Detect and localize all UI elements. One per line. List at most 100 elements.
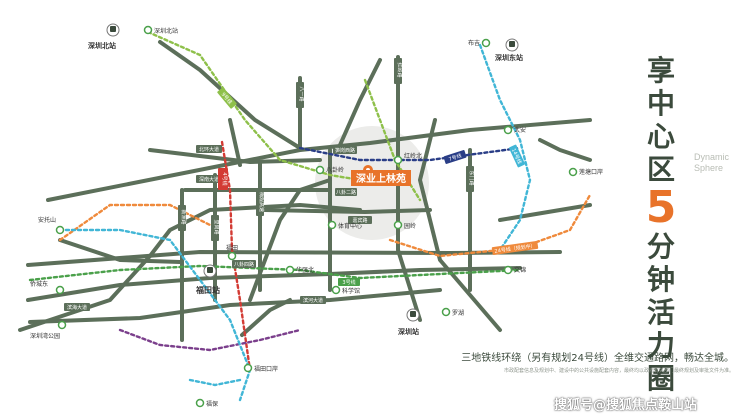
rail-station-label: 深圳东站 (495, 53, 523, 62)
headline-char: 活 (646, 296, 675, 329)
headline-char: 中 (646, 87, 675, 120)
road-tag-bg (178, 205, 186, 231)
rail-station-label: 深圳站 (398, 327, 419, 336)
station-label: 科学馆 (342, 287, 360, 295)
station-label: 文锦 (514, 266, 526, 274)
station-dot (143, 25, 153, 35)
binhai-road (28, 288, 442, 324)
rail-station-futian[interactable]: 福田站 (195, 264, 220, 295)
station-liantang-port[interactable]: 莲塘口岸 (568, 167, 604, 177)
station-anto-hill[interactable]: 安托山 (38, 216, 65, 235)
road-tag-bagua4: 八卦四路 (234, 261, 254, 268)
station-label: 莲塘口岸 (579, 168, 603, 176)
headline-line2: 分钟活力圈 (642, 230, 680, 395)
sungang-road (263, 208, 432, 214)
station-dot (568, 167, 578, 177)
station-label: 体育中心 (338, 222, 362, 230)
road-tag-bg (296, 82, 304, 108)
road-tag-honglinglu: 红岭路 (396, 62, 403, 77)
station-dot (393, 155, 403, 165)
station-bagualing[interactable]: 八卦岭 (315, 165, 345, 175)
station-label: 园岭 (404, 222, 416, 230)
road-tag-xinzhou: 新洲路 (180, 209, 187, 224)
station-dot (195, 398, 205, 408)
station-label: 福田口岸 (254, 365, 278, 373)
station-label: 太安 (514, 126, 526, 134)
station-yuanling[interactable]: 园岭 (393, 220, 417, 231)
road-network (18, 40, 592, 342)
project-label-bg (351, 170, 411, 186)
headline-number: 5 (645, 182, 677, 233)
line-14-path (478, 43, 532, 252)
road-tag-sungang: 笋岗西路 (335, 147, 355, 154)
station-dot (393, 220, 403, 230)
road-tag-bg (348, 216, 372, 224)
headline-char: 心 (646, 120, 675, 153)
rail-station-shenzhen[interactable]: 深圳站 (398, 308, 420, 336)
line-1-tag: 3号线 (342, 279, 355, 286)
road-tag-binhai: 滨海大道 (67, 304, 87, 311)
station-label: 罗湖 (452, 309, 464, 317)
station-label: 八卦岭 (326, 166, 344, 174)
station-shenzhen-bay[interactable]: 深圳湾公园 (30, 320, 67, 341)
rail-stations: 深圳北站 深圳东站 福田站 深圳站 (88, 23, 523, 336)
station-dot (441, 307, 451, 317)
road-tags: 北环大道 深南大道 滨海大道 滨河大道 笋岗西路 八卦二路 嘉宾路 八卦四路 八… (64, 58, 475, 311)
line-1-path (28, 264, 522, 282)
road-tag-bg (300, 296, 326, 304)
meiguan-expressway (158, 40, 302, 150)
station-dot (55, 285, 65, 295)
station-qiaocheng-east[interactable]: 侨城东 (30, 280, 65, 295)
line-4-tag: 4号线 (221, 172, 228, 185)
station-futian-small[interactable]: 福田 (226, 244, 238, 261)
caption: 三地铁线环绕（另有规划24号线）全维交通路网，畅达全城。 (461, 353, 734, 364)
station-wenjin[interactable]: 文锦 (503, 265, 527, 275)
road-tag-bg (211, 215, 219, 241)
road-v5 (228, 118, 242, 167)
binhe-road (26, 266, 522, 302)
road-tag-bg (394, 58, 402, 84)
train-icon-body (110, 26, 116, 32)
rail-station-shenzhen-east[interactable]: 深圳东站 (495, 38, 523, 62)
station-buji[interactable]: 布吉 (468, 38, 491, 48)
station-huaqiang-north[interactable]: 华强北 (285, 265, 315, 275)
headline-char: 区 (646, 153, 675, 186)
station-kexueguan[interactable]: 科学馆 (331, 285, 361, 296)
station-label: 福田 (226, 244, 238, 252)
west-road (18, 203, 362, 332)
station-luohu[interactable]: 罗湖 (441, 307, 465, 318)
station-taian[interactable]: 太安 (503, 125, 527, 135)
station-tiyuzhongxin[interactable]: 体育中心 (327, 220, 363, 231)
train-icon-body (207, 267, 213, 273)
station-futian-port[interactable]: 福田口岸 (243, 363, 279, 374)
line-tag-bg (491, 240, 539, 256)
station-dot (481, 38, 491, 48)
line-tag-bg (338, 278, 360, 286)
road-tag-bayi: 八一路 (298, 86, 305, 101)
footnote: 市政配套信息及规划中、建设中的公共设施配套内容，最终均以政府有关部门最终规划及审… (503, 368, 734, 374)
road-tag-bg (232, 260, 256, 268)
station-label: 红岭北 (404, 152, 422, 160)
rail-station-shenzhen-north[interactable]: 深圳北站 (88, 23, 120, 50)
line-tag-bg (443, 150, 467, 164)
station-dot (327, 220, 337, 230)
road-tag-bg (333, 146, 357, 154)
station-dot (331, 285, 341, 295)
west-link (58, 238, 182, 264)
station-label: 福保 (206, 400, 218, 408)
station-fubao[interactable]: 福保 (195, 398, 219, 409)
station-honglingbei[interactable]: 红岭北 (393, 152, 423, 165)
station-dot (503, 265, 513, 275)
road-tag-bg (196, 145, 222, 153)
project-marker[interactable]: 深业上林苑 (351, 165, 411, 186)
station-label: 安托山 (38, 216, 56, 224)
station-shenzhen-north-small[interactable]: 深圳北站 (143, 25, 179, 36)
headline-line1: 中心区 (642, 87, 680, 186)
station-markers: 深圳北站 布吉 太安 莲塘口岸 红岭北 八卦岭 (30, 25, 604, 409)
station-label: 华强北 (296, 266, 314, 274)
road-tag-north-ring: 北环大道 (199, 146, 219, 153)
headline-char: 圈 (646, 362, 675, 395)
road-tag-dongmen: 东门路 (468, 170, 475, 185)
